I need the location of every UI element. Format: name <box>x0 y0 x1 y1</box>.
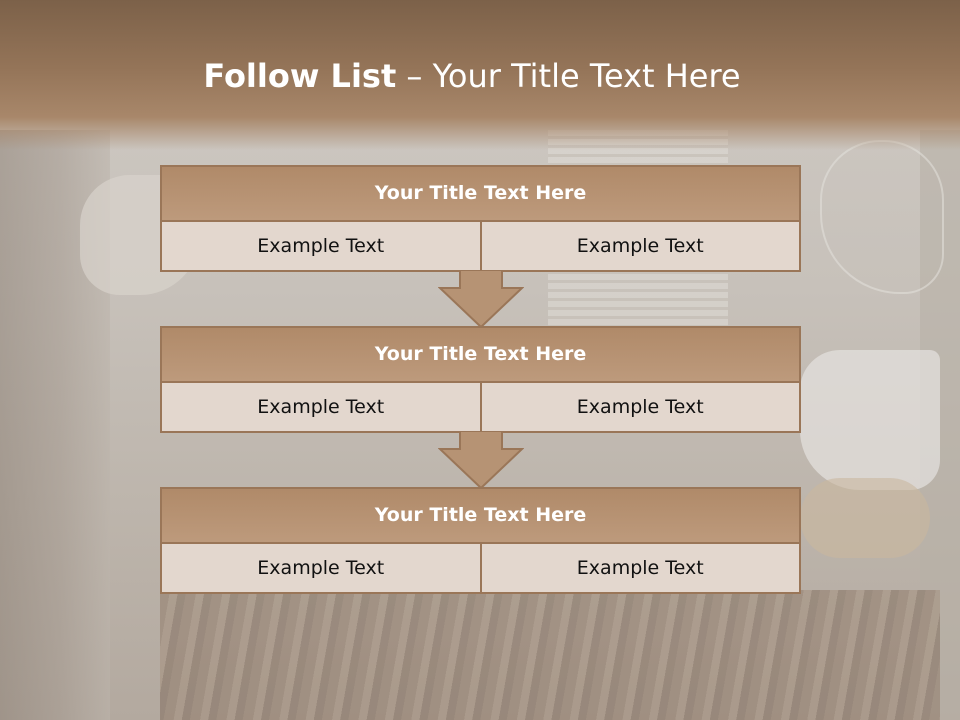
flow-block-row: Example Text Example Text <box>160 544 801 594</box>
slide-title-bold: Follow List <box>203 57 397 95</box>
flow-cell-right[interactable]: Example Text <box>481 383 801 433</box>
drape-shape <box>820 140 944 294</box>
flow-block-title[interactable]: Your Title Text Here <box>160 326 801 383</box>
face-shape <box>800 478 930 558</box>
flow-block-title[interactable]: Your Title Text Here <box>160 165 801 222</box>
flow-block-2[interactable]: Your Title Text Here Example Text Exampl… <box>160 326 801 433</box>
down-arrow-icon <box>438 270 524 328</box>
sheet-shape <box>800 350 940 490</box>
flow-cell-left[interactable]: Example Text <box>160 222 482 272</box>
flow-cell-left[interactable]: Example Text <box>160 383 482 433</box>
header-band <box>0 0 960 150</box>
down-arrow-icon <box>438 431 524 489</box>
flow-block-title[interactable]: Your Title Text Here <box>160 487 801 544</box>
slide-title-rest: – Your Title Text Here <box>396 57 741 95</box>
blanket-shape <box>160 590 940 720</box>
flow-block-row: Example Text Example Text <box>160 383 801 433</box>
flow-block-3[interactable]: Your Title Text Here Example Text Exampl… <box>160 487 801 594</box>
flow-block-row: Example Text Example Text <box>160 222 801 272</box>
slide-title[interactable]: Follow List – Your Title Text Here <box>0 56 944 96</box>
flow-block-1[interactable]: Your Title Text Here Example Text Exampl… <box>160 165 801 272</box>
flow-cell-left[interactable]: Example Text <box>160 544 482 594</box>
flow-cell-right[interactable]: Example Text <box>481 222 801 272</box>
flow-cell-right[interactable]: Example Text <box>481 544 801 594</box>
